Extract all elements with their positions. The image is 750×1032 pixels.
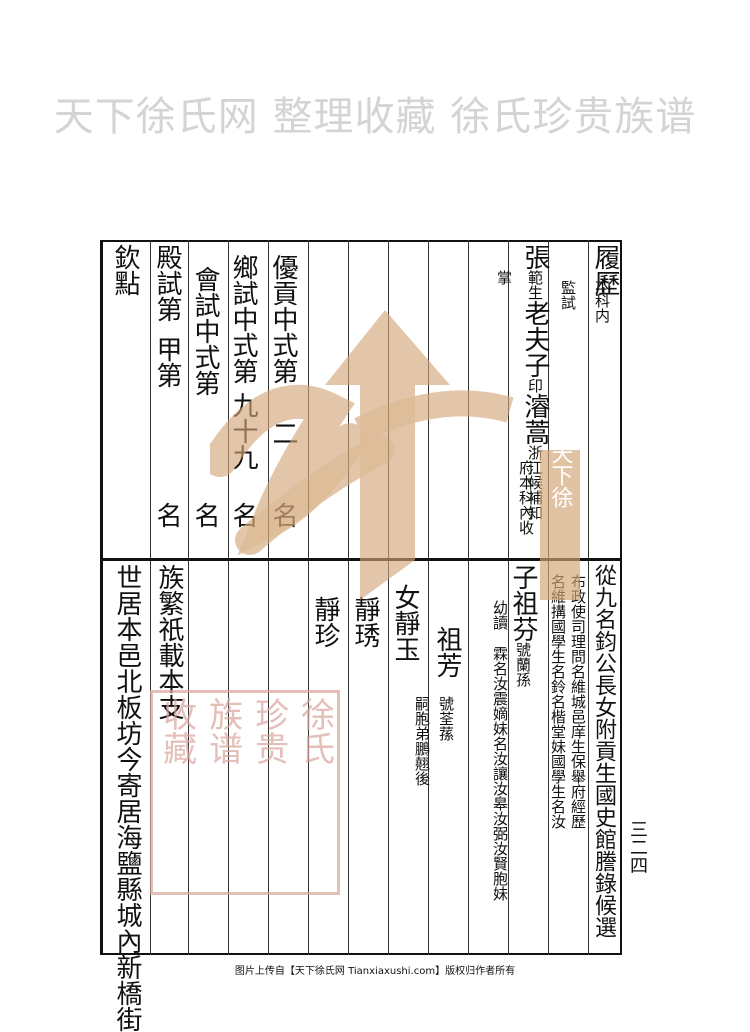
lower-col-2: 布政使司理問名維城邑庠生保舉府經歷 — [569, 574, 587, 829]
heading-lu: 履歷 — [590, 244, 620, 296]
footer-credit: 图片上传自【天下徐氏网 Tianxiaxushi.com】版权归作者所有 — [234, 966, 516, 977]
lower-col-4: 子祖芬號蘭孫 — [508, 564, 538, 687]
top-watermark: 天下徐氏网 整理收藏 徐氏珍贵族谱 — [53, 94, 697, 140]
lower-text: 子 — [508, 564, 538, 590]
descendant-name: 祖芬 — [508, 590, 538, 642]
lower-col-1: 從九名鈞公長女附貢生國史館謄錄候選 — [591, 564, 616, 938]
title-sub: 範生 — [526, 270, 544, 300]
name: 濬蒿 — [520, 393, 550, 445]
exam-youxgong: 優貢中式第 — [268, 254, 298, 384]
column-rule — [268, 240, 269, 955]
column-rule — [150, 240, 151, 955]
heading-char: 歷 — [590, 270, 620, 296]
upper-col-3: 監試 — [559, 280, 577, 310]
lower-col-6b: 號荃蓀 — [437, 696, 455, 741]
seal-char: 收藏 — [156, 697, 197, 765]
exam-text: 優貢中式第 — [268, 254, 298, 384]
office: 浙江候補知 — [526, 445, 544, 520]
facing-page-edge — [620, 240, 642, 955]
upper-col-5: 掌 — [495, 270, 513, 285]
honorific: 老夫子 — [520, 300, 550, 378]
exam-dianshi: 殿試第 — [152, 244, 182, 322]
column-rule — [188, 240, 189, 955]
upper-col-5b: 府本科內收 — [517, 460, 535, 535]
watermark-logo: 天下徐 — [210, 310, 580, 600]
column-rule — [508, 240, 509, 955]
column-rule — [308, 240, 309, 955]
lower-col-11: 世居本邑北板坊今寄居海鹽縣城內新橋街 — [112, 564, 142, 1032]
surname: 張 — [520, 244, 550, 270]
logo-text: 天下徐 — [548, 442, 574, 508]
exam-ming: 名 — [190, 502, 220, 528]
column-rule — [388, 240, 389, 955]
lower-col-6: 祖芳 — [432, 626, 462, 678]
column-rule — [348, 240, 349, 955]
lower-col-7: 女靜玉 — [390, 584, 420, 662]
exam-huishi: 會試中式第 — [190, 266, 220, 396]
lower-text: 號蘭孫 — [514, 642, 532, 687]
column-rule — [588, 240, 589, 955]
page-number: 三二四 — [627, 820, 648, 874]
lower-text: 女 — [390, 584, 420, 610]
seal-mark: 印 — [526, 378, 544, 393]
lower-col-5: 幼讀 — [491, 600, 509, 630]
column-rule — [228, 240, 229, 955]
column-rule — [468, 240, 469, 955]
seal-char: 珍贵 — [248, 697, 289, 765]
heading-char: 履 — [590, 244, 620, 270]
lower-col-9: 靜珍 — [310, 596, 340, 648]
lower-col-8: 靜琇 — [350, 596, 380, 648]
seal-char: 族谱 — [202, 697, 243, 765]
descendant-name: 祖芳 — [432, 626, 462, 678]
column-rule — [428, 240, 429, 955]
lower-text: 名鈞公長女附貢生國史館謄錄候選 — [591, 608, 616, 938]
upper-col-4: 張範生老夫子印濬蒿浙江候補知 — [508, 244, 550, 520]
lower-col-6c: 嗣胞弟鵬翹後 — [413, 696, 431, 786]
seal-char: 徐氏 — [294, 697, 335, 765]
descendant-name: 靜玉 — [390, 610, 420, 662]
exam-xiangshi: 鄉試中式第 — [228, 254, 258, 384]
lower-text: 從九 — [591, 564, 616, 608]
exam-jia: 甲第 — [152, 336, 182, 388]
lower-text: 搆國學生名鈴名楷堂妹國學生名汝 — [549, 604, 567, 829]
qindian: 欽點 — [110, 244, 140, 296]
lower-col-5b: 霖名汝震嫡妹名汝讓汝皋汝弼汝賢胞妹 — [491, 646, 509, 901]
upper-col-2: 本科内 — [593, 278, 611, 323]
lower-col-10: 族繁祇載本支 — [154, 564, 184, 720]
exam-ming: 名 — [152, 502, 182, 528]
page-frame — [100, 240, 620, 955]
seal-stamp: 徐氏 珍贵 族谱 收藏 — [150, 690, 340, 895]
